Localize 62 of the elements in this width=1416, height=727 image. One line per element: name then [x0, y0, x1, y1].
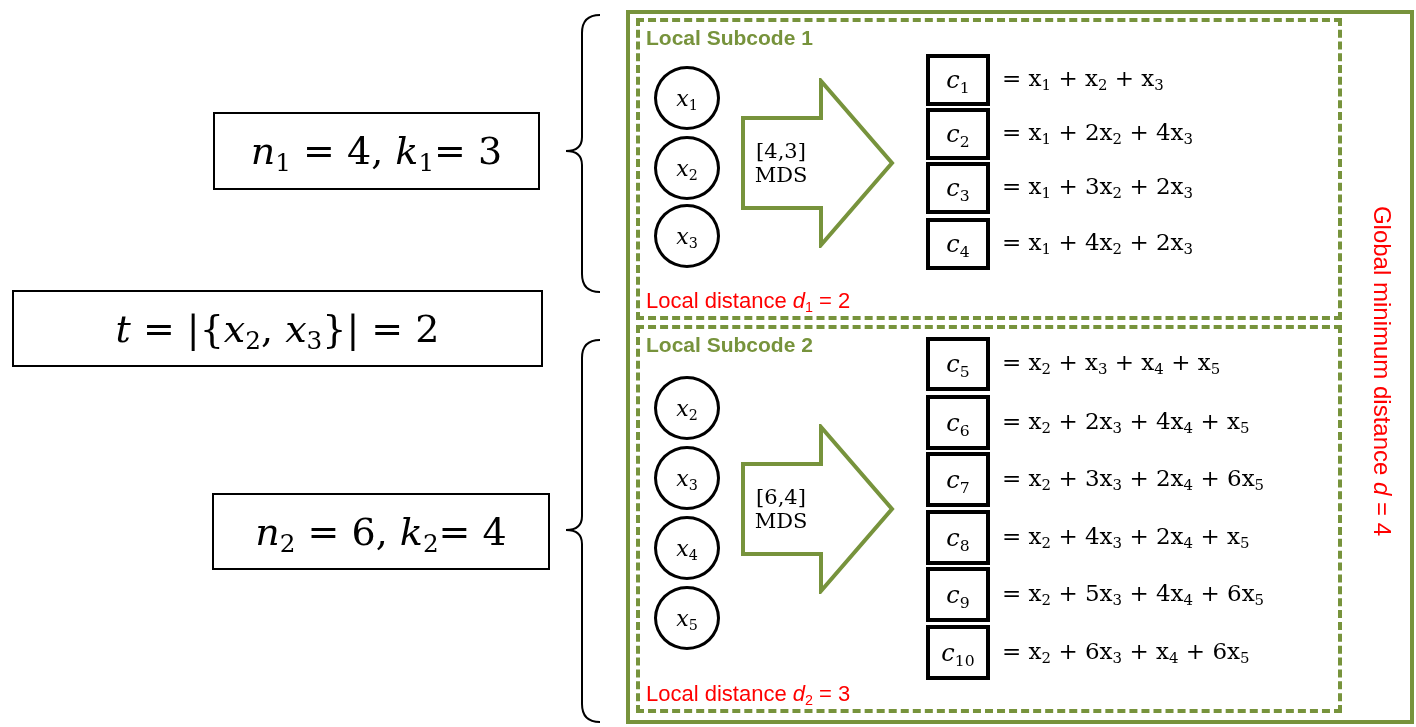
rotated-label: Global minimum distance d = 4 — [1368, 205, 1396, 537]
distance-label: Local distance d$_{2}$ = 3 — [646, 681, 851, 707]
distance-label: Local distance d$_{1}$ = 2 — [646, 288, 851, 314]
symbol-label: c$_{4}$ — [946, 230, 970, 258]
equation-text: = x$_{2}$ + 4x$_{3}$ + 2x$_{4}$ + x$_{5}$ — [1002, 522, 1250, 549]
parameter-box — [212, 493, 550, 570]
symbol-label: x$_{4}$ — [676, 535, 698, 561]
symbol-label: c$_{1}$ — [946, 66, 970, 94]
parameter-formula: t = |{x$_{2}$, x$_{3}$}| = 2 — [115, 306, 440, 351]
code-symbol-box — [926, 54, 990, 106]
message-symbol-circle — [654, 446, 720, 510]
subcode-box — [636, 325, 1342, 713]
message-symbol-circle — [654, 66, 720, 130]
symbol-label: c$_{2}$ — [946, 120, 970, 148]
code-symbol-box — [926, 108, 990, 160]
parameter-formula: n$_{1}$ = 4, k$_{1}$= 3 — [250, 129, 503, 173]
message-symbol-circle — [654, 376, 720, 440]
symbol-label: c$_{6}$ — [946, 408, 970, 437]
message-symbol-circle — [654, 586, 720, 650]
subcode-title: Local Subcode 2 — [646, 333, 813, 357]
equation-text: = x$_{2}$ + 2x$_{3}$ + 4x$_{4}$ + x$_{5}$ — [1002, 407, 1250, 434]
symbol-label: c$_{10}$ — [941, 638, 975, 667]
message-symbol-circle — [654, 516, 720, 580]
equation-text: = x$_{1}$ + 4x$_{2}$ + 2x$_{3}$ — [1002, 229, 1194, 255]
message-symbol-circle — [654, 204, 720, 268]
equation-text: = x$_{1}$ + x$_{2}$ + x$_{3}$ — [1002, 65, 1164, 91]
message-symbol-circle — [654, 136, 720, 200]
code-label: [6,4] MDS — [753, 485, 809, 533]
code-region-box — [626, 10, 1414, 724]
code-symbol-box — [926, 625, 990, 680]
code-symbol-box — [926, 395, 990, 450]
symbol-label: c$_{3}$ — [946, 174, 970, 202]
symbol-label: c$_{7}$ — [946, 465, 970, 494]
equation-text: = x$_{1}$ + 2x$_{2}$ + 4x$_{3}$ — [1002, 119, 1194, 145]
symbol-label: c$_{8}$ — [946, 523, 970, 552]
symbol-label: c$_{5}$ — [946, 350, 970, 378]
encoder-block-arrow — [741, 424, 895, 594]
equation-text: = x$_{2}$ + 5x$_{3}$ + 4x$_{4}$ + 6x$_{5}$ — [1002, 579, 1265, 606]
symbol-label: x$_{3}$ — [676, 223, 698, 249]
equation-text: = x$_{2}$ + 6x$_{3}$ + x$_{4}$ + 6x$_{5}$ — [1002, 637, 1250, 664]
code-symbol-box — [926, 452, 990, 507]
code-symbol-box — [926, 218, 990, 270]
code-label: [4,3] MDS — [753, 139, 809, 187]
equation-text: = x$_{2}$ + 3x$_{3}$ + 2x$_{4}$ + 6x$_{5}$ — [1002, 464, 1265, 491]
symbol-label: x$_{2}$ — [676, 155, 698, 181]
subcode-title: Local Subcode 1 — [646, 26, 813, 50]
code-symbol-box — [926, 510, 990, 565]
code-symbol-box — [926, 162, 990, 214]
equation-text: = x$_{2}$ + x$_{3}$ + x$_{4}$ + x$_{5}$ — [1002, 349, 1221, 375]
parameter-formula: n$_{2}$ = 6, k$_{2}$= 4 — [255, 509, 507, 554]
symbol-label: c$_{9}$ — [946, 580, 970, 609]
symbol-label: x$_{1}$ — [676, 85, 698, 111]
symbol-label: x$_{3}$ — [676, 465, 698, 491]
encoder-block-arrow — [741, 78, 895, 248]
symbol-label: x$_{2}$ — [676, 395, 698, 421]
parameter-box — [213, 112, 540, 190]
subcode-box — [636, 18, 1342, 320]
equation-text: = x$_{1}$ + 3x$_{2}$ + 2x$_{3}$ — [1002, 173, 1194, 199]
code-symbol-box — [926, 337, 990, 391]
code-symbol-box — [926, 567, 990, 622]
parameter-box — [12, 290, 543, 367]
symbol-label: x$_{5}$ — [676, 605, 698, 631]
